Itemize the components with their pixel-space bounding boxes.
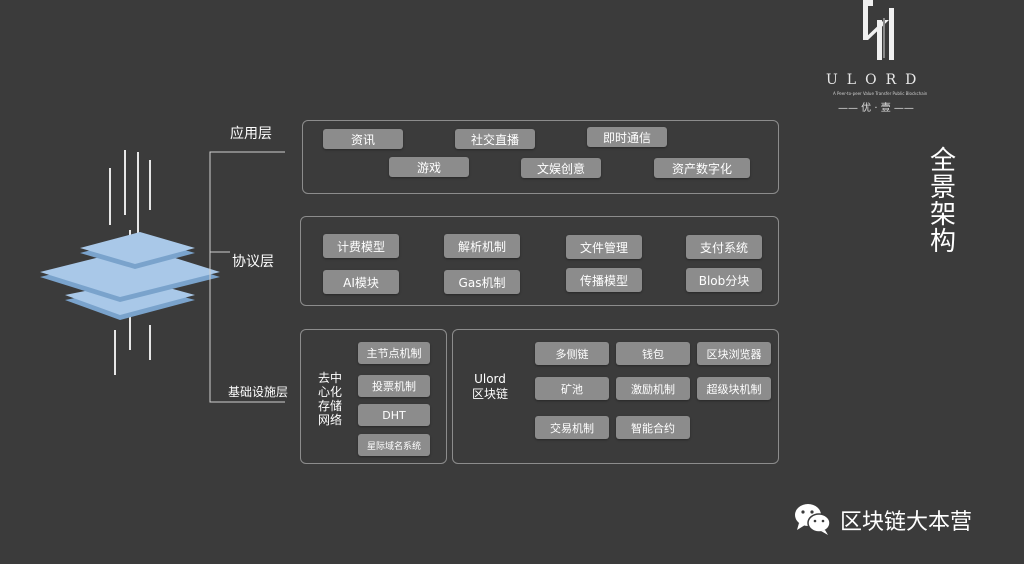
storage-network-panel [300, 329, 447, 464]
storage-network-label: 去中 心化 存储 网络 [317, 371, 342, 427]
chip-protocol-4: AI模块 [323, 270, 399, 294]
logo-subtitle-cn: —— 优 · 壹 —— [838, 103, 914, 114]
chip-storage-0: 主节点机制 [358, 342, 430, 364]
chip-storage-3: 星际域名系统 [358, 434, 430, 456]
chip-application-3: 游戏 [389, 157, 469, 177]
chip-chain-0: 多侧链 [535, 342, 609, 365]
chip-chain-6: 交易机制 [535, 416, 609, 439]
chip-chain-1: 钱包 [616, 342, 690, 365]
logo-wordmark: ULORD [826, 72, 926, 88]
watermark-text: 区块链大本营 [840, 510, 973, 535]
ulord-logo-icon [863, 0, 894, 60]
chip-storage-2: DHT [358, 404, 430, 426]
chip-application-4: 文娱创意 [521, 158, 601, 178]
connector-lines [209, 151, 285, 403]
chip-protocol-6: 传播模型 [566, 268, 642, 292]
layer-label-application: 应用层 [230, 126, 272, 142]
chip-application-2: 即时通信 [587, 127, 667, 147]
chip-chain-2: 区块浏览器 [697, 342, 771, 365]
chip-chain-3: 矿池 [535, 377, 609, 400]
stacked-layers-graphic [40, 150, 220, 375]
layer-label-infrastructure: 基础设施层 [228, 385, 289, 399]
chip-application-5: 资产数字化 [654, 158, 750, 178]
chip-application-1: 社交直播 [455, 129, 535, 149]
chip-protocol-7: Blob分块 [686, 268, 762, 292]
layer-label-protocol: 协议层 [232, 254, 274, 270]
chip-protocol-1: 解析机制 [444, 234, 520, 258]
chip-protocol-0: 计费模型 [323, 234, 399, 258]
logo-tagline: A Peer-to-peer Value Transfer Public Blo… [833, 91, 928, 96]
chip-protocol-5: Gas机制 [444, 270, 520, 294]
chip-protocol-2: 文件管理 [566, 235, 642, 259]
chip-chain-4: 激励机制 [616, 377, 690, 400]
blockchain-label: Ulord 区块链 [471, 372, 508, 401]
page-title: 全景架构 [929, 146, 956, 257]
chip-chain-5: 超级块机制 [697, 377, 771, 400]
blockchain-panel [452, 329, 779, 464]
application-layer-panel [302, 120, 779, 194]
chip-application-0: 资讯 [323, 129, 403, 149]
chip-storage-1: 投票机制 [358, 375, 430, 397]
chip-chain-7: 智能合约 [616, 416, 690, 439]
protocol-layer-panel [300, 216, 779, 306]
wechat-icon [795, 504, 831, 535]
chip-protocol-3: 支付系统 [686, 235, 762, 259]
